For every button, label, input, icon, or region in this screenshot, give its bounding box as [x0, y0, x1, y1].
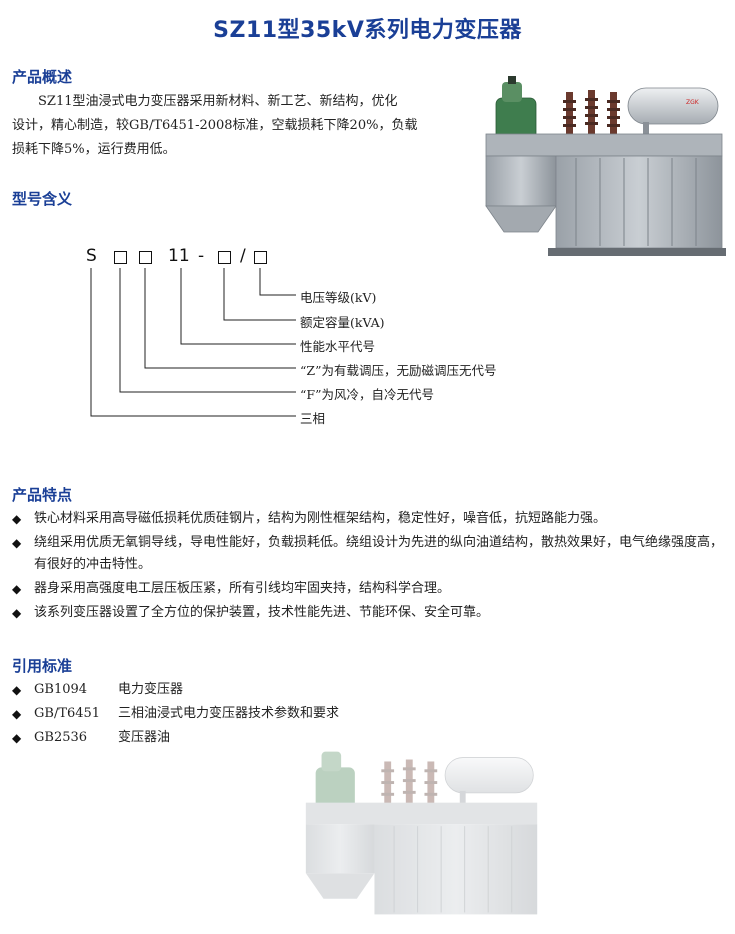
list-item: ◆器身采用高强度电工层压板压紧，所有引线均牢固夹持，结构科学合理。	[12, 578, 727, 600]
diamond-bullet-icon: ◆	[12, 707, 22, 721]
diamond-bullet-icon: ◆	[12, 606, 22, 620]
standard-code: GB1094	[34, 682, 88, 697]
code-box-tap	[139, 251, 152, 264]
list-item: ◆绕组采用优质无氧铜导线，导电性能好，负载损耗低。绕组设计为先进的纵向油道结构，…	[12, 532, 727, 576]
standard-name: 三相油浸式电力变压器技术参数和要求	[118, 706, 340, 721]
standards-heading: 引用标准	[12, 657, 73, 675]
label-three-phase: 三相	[300, 411, 326, 426]
diamond-bullet-icon: ◆	[12, 683, 22, 697]
list-item: ◆ GB1094 电力变压器	[12, 678, 339, 702]
page-title: SZ11型35kV系列电力变压器	[213, 18, 522, 43]
transformer-photo-faded	[305, 751, 538, 915]
overview-line-1: SZ11型油浸式电力变压器采用新材料、新工艺、新结构，优化	[38, 94, 398, 109]
code-digits: 11	[168, 246, 190, 266]
code-box-cooling	[114, 251, 127, 264]
label-cooling: “F”为风冷，自冷无代号	[300, 387, 434, 402]
code-slash: /	[240, 246, 246, 266]
list-item: ◆ GB/T6451 三相油浸式电力变压器技术参数和要求	[12, 702, 339, 726]
overview-heading: 产品概述	[12, 68, 73, 86]
features-heading: 产品特点	[12, 486, 73, 504]
list-item: ◆ GB2536 变压器油	[12, 726, 339, 750]
label-performance-level: 性能水平代号	[300, 339, 376, 354]
diamond-bullet-icon: ◆	[12, 536, 22, 550]
diamond-bullet-icon: ◆	[12, 512, 22, 526]
model-heading: 型号含义	[12, 190, 73, 208]
standard-name: 电力变压器	[118, 682, 184, 697]
code-dash: -	[198, 246, 205, 266]
label-voltage-level: 电压等级(kV)	[300, 290, 377, 305]
diamond-bullet-icon: ◆	[12, 731, 22, 745]
list-item: ◆铁心材料采用高导磁低损耗优质硅钢片，结构为刚性框架结构，稳定性好，噪音低，抗短…	[12, 508, 727, 530]
code-bracket-lines	[90, 268, 296, 417]
model-code-diagram: S 11 - / 电压等级(kV) 额定容量(kVA) 性能水平代号 “Z”为有…	[70, 240, 590, 430]
overview-line-3: 损耗下降5%，运行费用低。	[12, 142, 176, 157]
overview-line-2: 设计，精心制造，较GB/T6451-2008标准，空载损耗下降20%，负载	[12, 118, 418, 133]
standard-code: GB/T6451	[34, 706, 101, 721]
features-list: ◆铁心材料采用高导磁低损耗优质硅钢片，结构为刚性框架结构，稳定性好，噪音低，抗短…	[12, 508, 727, 626]
code-box-capacity	[218, 251, 231, 264]
label-tap-changer: “Z”为有载调压，无励磁调压无代号	[300, 363, 497, 378]
code-box-voltage	[254, 251, 267, 264]
overview-text: SZ11型油浸式电力变压器采用新材料、新工艺、新结构，优化 设计，精心制造，较G…	[12, 90, 462, 162]
list-item: ◆该系列变压器设置了全方位的保护装置，技术性能先进、节能环保、安全可靠。	[12, 602, 727, 624]
standard-name: 变压器油	[118, 730, 171, 745]
svg-text:ZGK: ZGK	[686, 99, 700, 106]
label-rated-capacity: 额定容量(kVA)	[300, 315, 385, 330]
transformer-photo: ZGK	[485, 76, 726, 256]
code-s: S	[86, 246, 97, 266]
standard-code: GB2536	[34, 730, 88, 745]
diamond-bullet-icon: ◆	[12, 582, 22, 596]
